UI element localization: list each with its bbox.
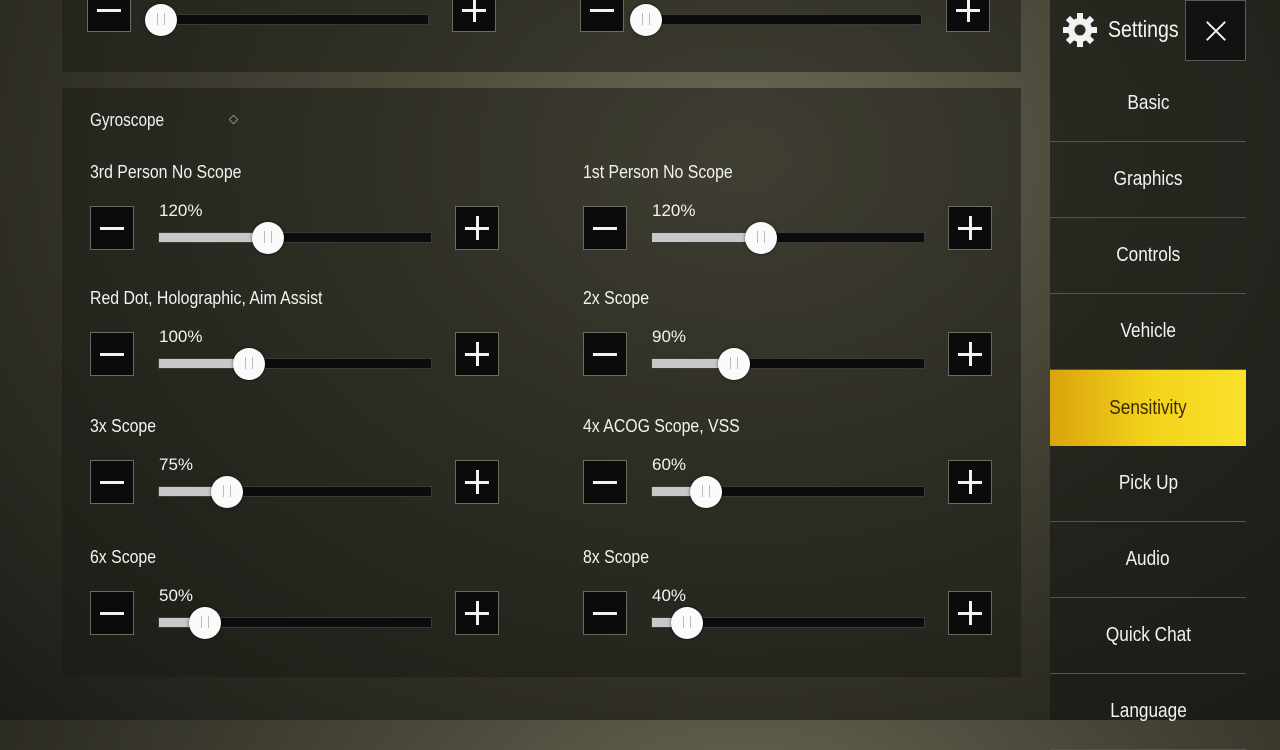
increase-button[interactable] bbox=[455, 332, 499, 376]
nav-item-quick-chat[interactable]: Quick Chat bbox=[1050, 598, 1246, 674]
gyroscope-panel: Gyroscope bbox=[62, 88, 1021, 677]
slider-track[interactable] bbox=[158, 221, 432, 254]
increase-button[interactable] bbox=[948, 460, 992, 504]
decrease-button[interactable] bbox=[87, 0, 131, 32]
slider-fill bbox=[159, 233, 268, 242]
decrease-button[interactable] bbox=[583, 460, 627, 504]
decrease-button[interactable] bbox=[583, 206, 627, 250]
slider-thumb[interactable] bbox=[744, 221, 777, 254]
increase-button[interactable] bbox=[948, 332, 992, 376]
slider-track[interactable] bbox=[158, 475, 432, 508]
close-button[interactable] bbox=[1185, 0, 1246, 61]
slider-label: 2x Scope bbox=[583, 288, 650, 308]
sidebar-header: Settings bbox=[1050, 0, 1280, 66]
slider-track[interactable] bbox=[651, 606, 925, 639]
slider-value: 120% bbox=[652, 201, 696, 220]
nav-item-label: Sensitivity bbox=[1109, 396, 1187, 419]
slider-fill bbox=[652, 359, 734, 368]
nav-item-graphics[interactable]: Graphics bbox=[1050, 142, 1246, 218]
decrease-button[interactable] bbox=[580, 0, 624, 32]
slider-track[interactable] bbox=[651, 475, 925, 508]
sensitivity-panel-top bbox=[62, 0, 1021, 72]
slider-thumb[interactable] bbox=[717, 347, 750, 380]
decrease-button[interactable] bbox=[583, 591, 627, 635]
nav-item-pick-up[interactable]: Pick Up bbox=[1050, 446, 1246, 522]
slider-thumb[interactable] bbox=[671, 606, 704, 639]
sensitivity-slider-6: 4x ACOG Scope, VSS 60% bbox=[583, 416, 1003, 526]
increase-button[interactable] bbox=[948, 591, 992, 635]
decrease-button[interactable] bbox=[90, 206, 134, 250]
slider-thumb[interactable] bbox=[690, 475, 723, 508]
slider-thumb[interactable] bbox=[189, 606, 222, 639]
slider-value: 90% bbox=[652, 327, 687, 346]
info-icon bbox=[228, 114, 239, 125]
sensitivity-slider-3: Red Dot, Holographic, Aim Assist 100% bbox=[90, 288, 510, 398]
slider-track[interactable] bbox=[629, 3, 922, 36]
decrease-button[interactable] bbox=[90, 332, 134, 376]
slider-label: 6x Scope bbox=[90, 547, 157, 567]
nav-item-label: Pick Up bbox=[1118, 472, 1178, 494]
slider-label: 3rd Person No Scope bbox=[90, 162, 242, 182]
increase-button[interactable] bbox=[946, 0, 990, 32]
slider-track[interactable] bbox=[651, 221, 925, 254]
slider-thumb[interactable] bbox=[211, 475, 243, 508]
nav-item-label: Controls bbox=[1115, 244, 1181, 266]
increase-button[interactable] bbox=[455, 206, 499, 250]
decrease-button[interactable] bbox=[583, 332, 627, 376]
increase-button[interactable] bbox=[455, 591, 499, 635]
increase-button[interactable] bbox=[948, 206, 992, 250]
slider-track[interactable] bbox=[145, 3, 429, 36]
slider-thumb[interactable] bbox=[232, 347, 265, 380]
nav-item-audio[interactable]: Audio bbox=[1050, 522, 1246, 598]
slider-track[interactable] bbox=[651, 347, 925, 380]
slider-fill bbox=[159, 359, 249, 368]
nav-item-basic[interactable]: Basic bbox=[1050, 66, 1246, 142]
settings-title: Settings bbox=[1108, 16, 1179, 42]
slider-label: 4x ACOG Scope, VSS bbox=[583, 416, 740, 436]
gear-icon bbox=[1063, 13, 1097, 47]
slider-value: 120% bbox=[159, 201, 203, 220]
slider-fill bbox=[159, 618, 206, 627]
slider-fill bbox=[652, 233, 761, 242]
section-title: Gyroscope bbox=[90, 110, 164, 130]
slider-value: 60% bbox=[652, 455, 687, 474]
slider-thumb[interactable] bbox=[145, 3, 178, 36]
nav-item-label: Basic bbox=[1126, 92, 1170, 114]
slider-value: 50% bbox=[159, 586, 194, 605]
slider-track[interactable] bbox=[158, 606, 432, 639]
slider-label: Red Dot, Holographic, Aim Assist bbox=[90, 288, 323, 308]
slider-fill bbox=[652, 487, 707, 496]
slider-fill bbox=[159, 487, 227, 496]
slider-label: 3x Scope bbox=[90, 416, 157, 436]
nav-item-language[interactable]: Language bbox=[1050, 674, 1246, 750]
nav-item-label: Language bbox=[1109, 700, 1187, 722]
decrease-button[interactable] bbox=[90, 591, 134, 635]
nav-item-controls[interactable]: Controls bbox=[1050, 218, 1246, 294]
slider-track[interactable] bbox=[158, 347, 432, 380]
slider-value: 40% bbox=[652, 586, 687, 605]
nav-item-sensitivity[interactable]: Sensitivity bbox=[1050, 370, 1246, 446]
increase-button[interactable] bbox=[452, 0, 496, 32]
nav-item-label: Graphics bbox=[1113, 168, 1183, 190]
decrease-button[interactable] bbox=[90, 460, 134, 504]
slider-value: 100% bbox=[159, 327, 203, 346]
nav-item-vehicle[interactable]: Vehicle bbox=[1050, 294, 1246, 370]
slider-thumb[interactable] bbox=[629, 3, 662, 36]
nav-item-label: Vehicle bbox=[1120, 320, 1176, 342]
slider-label: 8x Scope bbox=[583, 547, 650, 567]
increase-button[interactable] bbox=[455, 460, 499, 504]
slider-label: 1st Person No Scope bbox=[583, 162, 733, 182]
nav-item-label: Quick Chat bbox=[1105, 624, 1191, 646]
slider-thumb[interactable] bbox=[251, 221, 284, 254]
nav-item-label: Audio bbox=[1126, 548, 1170, 570]
slider-fill bbox=[652, 618, 688, 627]
sensitivity-slider-1: 3rd Person No Scope 120% bbox=[90, 162, 510, 272]
sensitivity-slider-2: 1st Person No Scope 120% bbox=[583, 162, 1003, 272]
slider-value: 75% bbox=[159, 455, 194, 474]
